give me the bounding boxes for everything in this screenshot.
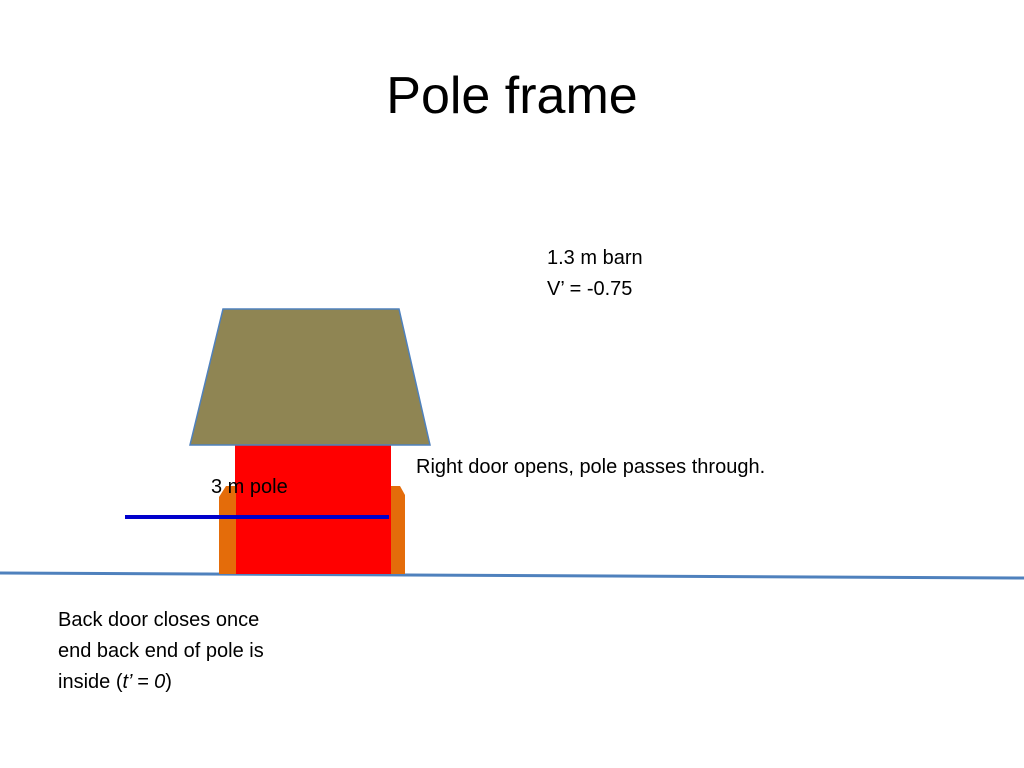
- back-door-note-line2: end back end of pole is: [58, 640, 264, 662]
- slide-title: Pole frame: [386, 67, 638, 125]
- barn-info: 1.3 m barn V’ = -0.75: [547, 243, 643, 305]
- back-door-note-prefix: inside (: [58, 671, 123, 693]
- barn-length-label: 1.3 m barn: [547, 247, 643, 269]
- back-door-note-suffix: ): [165, 671, 172, 693]
- barn-velocity-label: V’ = -0.75: [547, 278, 633, 300]
- back-door-note-line3: inside (t’ = 0): [58, 667, 264, 698]
- right-door: [391, 486, 405, 574]
- barn-roof: [189, 308, 431, 446]
- pole-label: 3 m pole: [211, 476, 288, 498]
- back-door: [219, 486, 236, 574]
- barn-wall: [235, 441, 391, 574]
- back-door-note-line1: Back door closes once: [58, 609, 260, 631]
- right-door-note: Right door opens, pole passes through.: [416, 456, 766, 478]
- time-variable: t’ = 0: [122, 671, 166, 693]
- back-door-note: Back door closes once end back end of po…: [58, 605, 264, 698]
- ground-line: [0, 571, 1024, 580]
